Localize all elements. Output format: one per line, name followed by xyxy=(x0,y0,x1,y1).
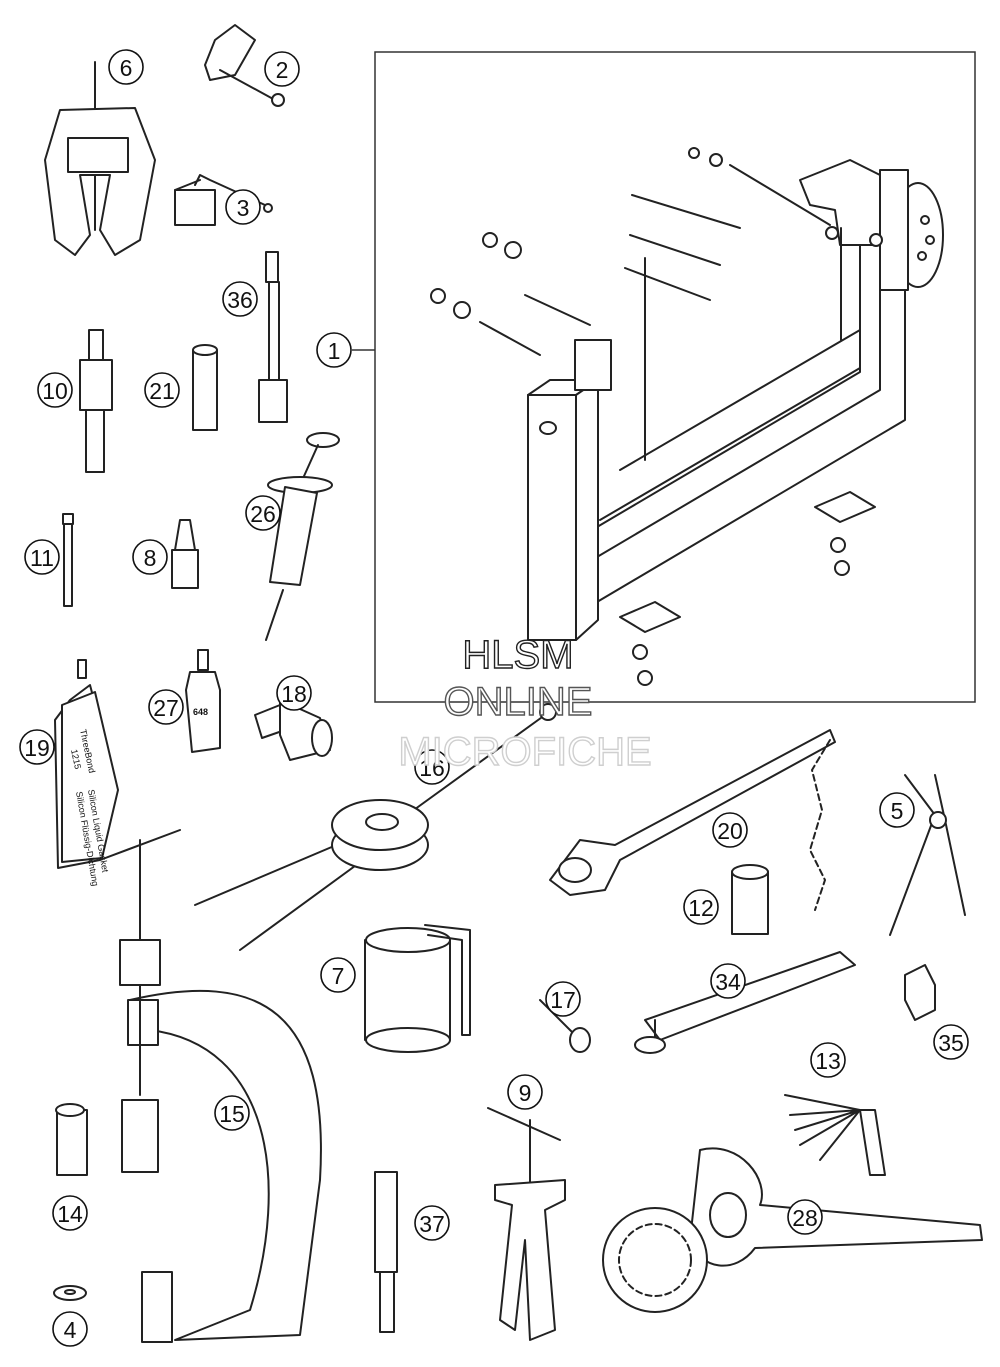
callout-17: 17 xyxy=(545,981,581,1017)
tool-35 xyxy=(904,964,936,1021)
tool-37 xyxy=(374,1171,398,1333)
tool-2 xyxy=(204,24,285,107)
svg-text:15: 15 xyxy=(219,1101,245,1127)
tool-13-feeler-gauge xyxy=(784,1094,886,1176)
callout-21: 21 xyxy=(144,372,180,408)
callout-2: 2 xyxy=(264,51,300,87)
tool-12 xyxy=(731,864,769,935)
callout-28: 28 xyxy=(787,1199,823,1235)
tool-16 xyxy=(194,703,557,951)
svg-text:7: 7 xyxy=(332,963,345,989)
tool-9-puller xyxy=(487,1107,566,1341)
engine-stand-bolts xyxy=(430,147,883,686)
tool-15-press xyxy=(99,829,322,1343)
svg-text:8: 8 xyxy=(144,545,157,571)
svg-text:5: 5 xyxy=(891,798,904,824)
callout-8: 8 xyxy=(132,539,168,575)
callout-5: 5 xyxy=(879,792,915,828)
callout-18: 18 xyxy=(276,675,312,711)
watermark-line-1: HLSM xyxy=(462,633,573,677)
tool-6-puller xyxy=(44,61,156,256)
svg-text:21: 21 xyxy=(149,378,175,404)
svg-text:18: 18 xyxy=(281,681,307,707)
callout-9: 9 xyxy=(507,1074,543,1110)
svg-text:4: 4 xyxy=(64,1317,77,1343)
tool-14 xyxy=(55,1103,88,1176)
svg-text:16: 16 xyxy=(419,755,445,781)
tool-26-syringe xyxy=(265,432,340,641)
callout-3: 3 xyxy=(225,189,261,225)
callout-37: 37 xyxy=(414,1205,450,1241)
callout-11: 11 xyxy=(24,539,60,575)
svg-text:10: 10 xyxy=(42,378,68,404)
svg-text:1: 1 xyxy=(328,338,341,364)
callout-27: 27 xyxy=(148,689,184,725)
callout-20: 20 xyxy=(712,812,748,848)
svg-text:9: 9 xyxy=(519,1080,532,1106)
svg-text:26: 26 xyxy=(250,501,276,527)
tool-17 xyxy=(539,999,591,1053)
threebond-code-label: 1215 xyxy=(69,748,83,770)
engine-stand-group xyxy=(352,51,976,703)
tool-3 xyxy=(174,174,273,226)
callout-10: 10 xyxy=(37,372,73,408)
svg-text:19: 19 xyxy=(24,735,50,761)
svg-text:27: 27 xyxy=(153,695,179,721)
tool-8-bottle xyxy=(171,519,199,589)
callout-34: 34 xyxy=(710,963,746,999)
callout-19: 19 xyxy=(19,729,55,765)
watermark-line-3: MICROFICHE xyxy=(398,730,651,774)
svg-text:37: 37 xyxy=(419,1211,445,1237)
loctite-code-label: 648 xyxy=(193,707,208,717)
tool-28-wrench xyxy=(602,1147,983,1313)
engine-stand-foot-pad-2 xyxy=(619,601,681,633)
tool-27-loctite-bottle: 648 xyxy=(185,649,221,753)
tool-10 xyxy=(79,329,113,473)
callout-35: 35 xyxy=(933,1024,969,1060)
svg-text:3: 3 xyxy=(237,195,250,221)
svg-text:20: 20 xyxy=(717,818,743,844)
tool-20-chain-wrench xyxy=(549,729,836,911)
tool-5-pliers xyxy=(889,774,966,936)
svg-text:11: 11 xyxy=(30,545,54,571)
svg-text:36: 36 xyxy=(227,287,253,313)
callout-16: 16 xyxy=(414,749,450,785)
svg-text:12: 12 xyxy=(688,895,714,921)
callout-4: 4 xyxy=(52,1311,88,1347)
engine-stand-bracket xyxy=(799,159,881,246)
watermark: HLSM ONLINE MICROFICHE xyxy=(398,632,653,774)
callout-26: 26 xyxy=(245,495,281,531)
callout-14: 14 xyxy=(52,1195,88,1231)
callout-15: 15 xyxy=(214,1095,250,1131)
tool-36 xyxy=(258,251,288,423)
svg-text:14: 14 xyxy=(57,1201,83,1227)
tool-19-threebond-tube: ThreeBond 1215 Silicon Liquid Gasket Sil… xyxy=(54,659,119,887)
callout-1: 1 xyxy=(316,332,352,368)
svg-text:13: 13 xyxy=(815,1048,841,1074)
tool-18 xyxy=(254,699,333,761)
callout-13: 13 xyxy=(810,1042,846,1078)
callout-36: 36 xyxy=(222,281,258,317)
engine-stand-foot-pad-1 xyxy=(814,491,876,523)
tool-11 xyxy=(62,513,74,607)
svg-text:35: 35 xyxy=(938,1030,964,1056)
svg-text:6: 6 xyxy=(120,55,133,81)
svg-text:2: 2 xyxy=(276,57,289,83)
tool-4-washer xyxy=(53,1285,87,1301)
callout-12: 12 xyxy=(683,889,719,925)
callout-6: 6 xyxy=(108,49,144,85)
svg-text:17: 17 xyxy=(550,987,576,1013)
svg-text:28: 28 xyxy=(792,1205,818,1231)
tool-21 xyxy=(192,344,218,431)
tool-34 xyxy=(634,951,856,1054)
callout-7: 7 xyxy=(320,957,356,993)
engine-stand-frame-box xyxy=(374,51,976,703)
tool-7-ring-compressor xyxy=(364,924,471,1053)
watermark-line-2: ONLINE xyxy=(444,680,593,724)
svg-text:34: 34 xyxy=(715,969,741,995)
